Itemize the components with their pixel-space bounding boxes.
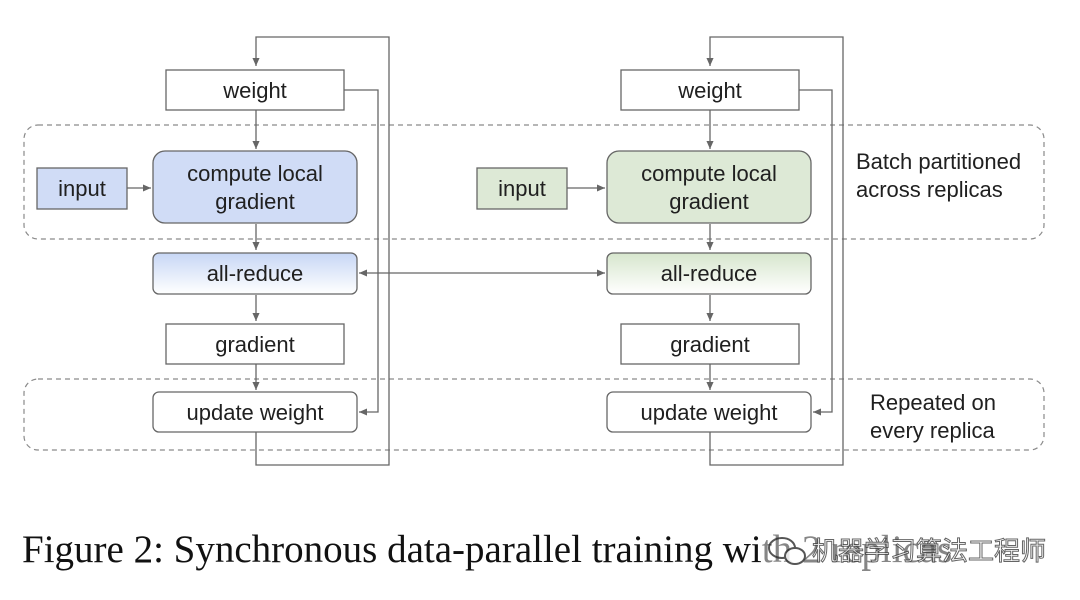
wechat-icon — [768, 537, 806, 565]
watermark: 机器学习算法工程师 — [762, 530, 1052, 570]
batch-label-line1: Batch partitioned — [856, 149, 1021, 174]
replica-1-weight-to-update-arrow — [344, 89, 379, 416]
replica-2-weight-label: weight — [677, 78, 742, 103]
replica-2-compute-label-line2: gradient — [669, 189, 749, 214]
replica-1-weight-feedback-arrow — [252, 36, 390, 466]
replica-1-weight-box — [165, 69, 345, 111]
batch-label-line2: across replicas — [856, 177, 1003, 202]
replica-2-update-box — [606, 391, 812, 433]
replica-2-compute-box — [606, 150, 812, 224]
replica-1-gradient-box — [165, 323, 345, 365]
repeat-group — [23, 378, 1045, 451]
repeat-label-line2: every replica — [870, 418, 995, 443]
batch-partition-group — [23, 124, 1045, 240]
replica-2: weight input compute local gradient all-… — [476, 36, 844, 466]
replica-2-allreduce-box — [606, 252, 812, 295]
replica-2-gradient-box — [620, 323, 800, 365]
replica-1-update-label: update weight — [187, 400, 324, 425]
replica-2-weight-to-update-arrow — [798, 89, 833, 416]
replica-2-input-label: input — [498, 176, 546, 201]
replica-1-allreduce-label: all-reduce — [207, 261, 304, 286]
replica-1-weight-label: weight — [222, 78, 287, 103]
replica-2-update-label: update weight — [641, 400, 778, 425]
replica-1-input-box — [36, 167, 128, 210]
replica-1-compute-box — [152, 150, 358, 224]
replica-1-input-label: input — [58, 176, 106, 201]
replica-1-compute-label-line2: gradient — [215, 189, 295, 214]
repeat-label-line1: Repeated on — [870, 390, 996, 415]
replica-1-compute-label-line1: compute local — [187, 161, 323, 186]
replica-1-gradient-label: gradient — [215, 332, 295, 357]
replica-2-compute-label-line1: compute local — [641, 161, 777, 186]
replica-2-weight-feedback-arrow — [706, 36, 844, 466]
replica-2-gradient-label: gradient — [670, 332, 750, 357]
replica-1-update-box — [152, 391, 358, 433]
watermark-text: 机器学习算法工程师 — [812, 537, 1046, 567]
replica-2-weight-box — [620, 69, 800, 111]
replica-1: weight input compute local gradient all-… — [36, 36, 390, 466]
replica-1-allreduce-box — [152, 252, 358, 295]
replica-2-allreduce-label: all-reduce — [661, 261, 758, 286]
watermark-backdrop — [762, 530, 1052, 570]
replica-2-input-box — [476, 167, 568, 210]
